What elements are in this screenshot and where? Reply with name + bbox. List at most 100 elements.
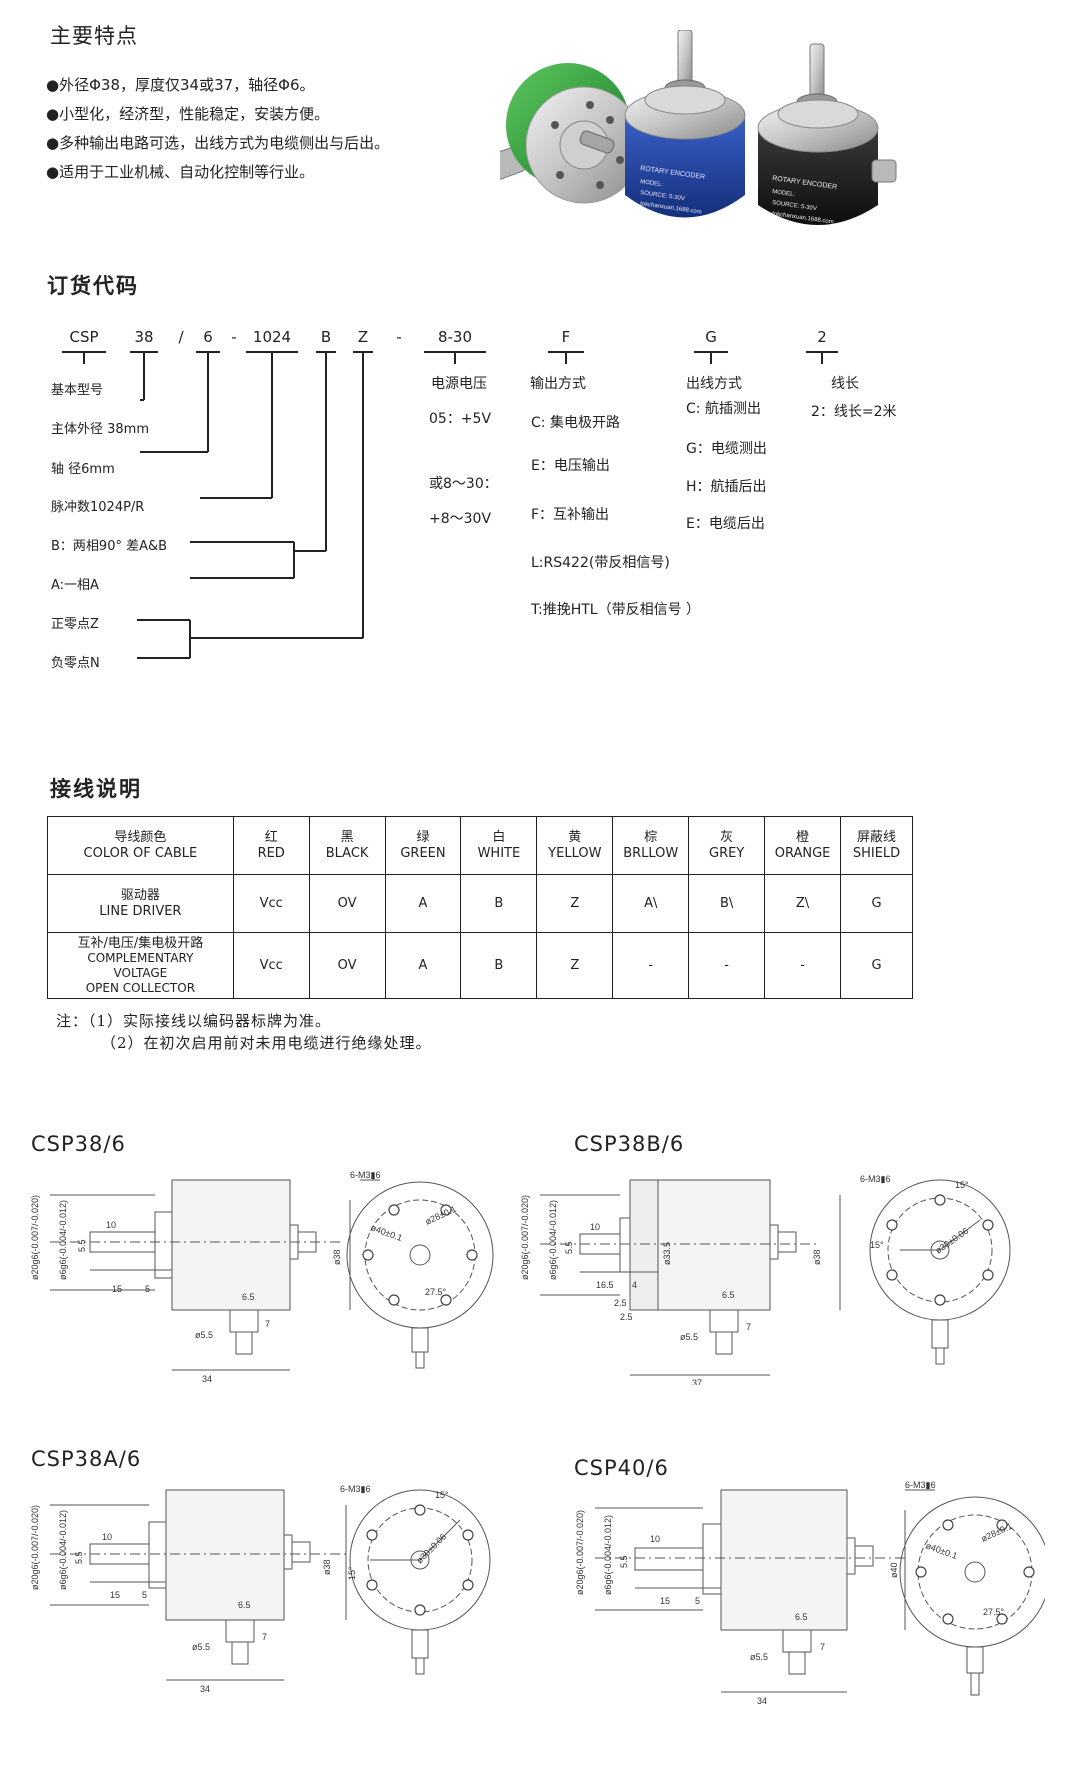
blue-encoder: ROTARY ENCODER MODEL: SOURCE: 5-30V tokc… <box>624 30 746 218</box>
table-cell: B\ <box>688 874 766 933</box>
dim-7: 7 <box>262 1632 267 1642</box>
table-cell: G <box>840 932 913 999</box>
dim-shaft-6: ø6g6(-0.004/-0.012) <box>603 1515 613 1595</box>
output-title: 输出方式 <box>530 376 586 392</box>
dim-34: 34 <box>202 1374 212 1384</box>
dim-d5-5: ø5.5 <box>680 1332 698 1342</box>
table-cell: A\ <box>612 874 690 933</box>
dim-37: 37 <box>692 1378 702 1385</box>
table-cell: Z <box>536 874 614 933</box>
label-body-diameter: 主体外径 38mm <box>51 422 150 437</box>
order-title: 订货代码 <box>47 274 139 298</box>
dim-34: 34 <box>757 1696 767 1706</box>
dim-15: 15 <box>660 1596 670 1606</box>
label-base-model: 基本型号 <box>51 383 104 398</box>
dim-d5-5: ø5.5 <box>750 1652 768 1662</box>
dim-d5-5: ø5.5 <box>195 1330 213 1340</box>
dim-38: ø38 <box>332 1249 342 1265</box>
blue-label-model: MODEL: <box>640 179 664 188</box>
dim-m3: 6-M3▮6 <box>905 1480 935 1490</box>
dim-7: 7 <box>820 1642 825 1652</box>
label-zero-n: 负零点N <box>51 656 100 671</box>
output-f: F：互补输出 <box>531 507 610 523</box>
dim-a275: 27.5° <box>983 1607 1005 1617</box>
table-cell: Z\ <box>764 874 842 933</box>
feature-item: ●外径Φ38，厚度仅34或37，轴径Φ6。 <box>46 76 315 94</box>
label-zero-z: 正零点Z <box>51 617 99 632</box>
dim-38: ø38 <box>812 1249 822 1265</box>
dim-40: ø40 <box>889 1562 899 1578</box>
dim-shaft-6: ø6g6(-0.004/-0.012) <box>58 1200 68 1280</box>
code-2: 2 <box>817 328 827 346</box>
label-shaft-diameter: 轴 径6mm <box>51 462 115 477</box>
table-cell: Vcc <box>232 874 310 933</box>
output-e: E：电压输出 <box>531 458 610 474</box>
dim-c40: ø40±0.1 <box>369 1222 403 1243</box>
code-f: F <box>561 328 571 346</box>
drawing-title-csp38b: CSP38B/6 <box>574 1132 685 1156</box>
code-dash2: - <box>396 328 402 346</box>
dim-a15b: 15° <box>870 1240 884 1250</box>
dim-4: 4 <box>632 1280 637 1290</box>
table-cell: G <box>840 874 913 933</box>
voltage-title: 电源电压 <box>431 376 487 392</box>
dim-a15b: 15° <box>347 1566 357 1580</box>
table-cell: OV <box>308 932 386 999</box>
black-encoder: ROTARY ENCODER MODEL: SOURCE: 5-30V tokc… <box>757 43 897 226</box>
wiring-title: 接线说明 <box>50 777 142 801</box>
dim-5: 5 <box>142 1590 147 1600</box>
feature-item: ●小型化，经济型，性能稳定，安装方便。 <box>46 105 330 123</box>
dim-7: 7 <box>746 1322 751 1332</box>
dim-10: 10 <box>106 1220 116 1230</box>
dim-5: 5 <box>145 1284 150 1294</box>
dim-6-5: 6.5 <box>242 1292 255 1302</box>
exit-e: E：电缆后出 <box>686 516 765 532</box>
dim-shaft-6: ø6g6(-0.004/-0.012) <box>58 1510 68 1590</box>
code-dash1: - <box>231 328 237 346</box>
dim-5-5: 5.5 <box>74 1551 84 1564</box>
voltage-or: 或8～30： <box>429 476 498 492</box>
order-code-lines <box>62 351 838 659</box>
code-1024: 1024 <box>252 328 292 346</box>
code-8-30: 8-30 <box>437 328 473 346</box>
exit-g: G：电缆测出 <box>686 441 767 457</box>
features-title: 主要特点 <box>50 24 138 48</box>
dim-5-5: 5.5 <box>619 1555 629 1568</box>
output-t: T:推挽HTL（带反相信号 ） <box>531 602 701 618</box>
table-cell: Vcc <box>232 932 310 999</box>
dim-5: 5 <box>695 1596 700 1606</box>
label-phase-b: B：两相90° 差A&B <box>51 539 168 554</box>
code-csp: CSP <box>69 328 99 346</box>
note-1: 注：（1）实际接线以编码器标牌为准。 <box>56 1012 332 1030</box>
drawing-csp38b: ø20g6(-0.007/-0.020) ø6g6(-0.004/-0.012)… <box>520 1174 1011 1385</box>
code-slash: / <box>178 328 184 346</box>
dim-5-5: 5.5 <box>77 1239 87 1252</box>
drawing-csp38: ø20g6(-0.007/-0.020) ø6g6(-0.004/-0.012)… <box>30 1170 494 1384</box>
table-cell: - <box>688 932 766 999</box>
cable-title: 线长 <box>831 376 859 392</box>
dim-10: 10 <box>650 1534 660 1544</box>
drawing-title-csp38a: CSP38A/6 <box>31 1447 142 1471</box>
table-cell: A <box>384 932 462 999</box>
dim-m3: 6-M3▮6 <box>340 1484 370 1494</box>
dim-shaft-6: ø6g6(-0.004/-0.012) <box>548 1200 558 1280</box>
drawing-title-csp40: CSP40/6 <box>574 1456 669 1480</box>
black-label-model: MODEL: <box>772 189 796 198</box>
dim-10: 10 <box>590 1222 600 1232</box>
product-photo: ROTARY ENCODER MODEL: SOURCE: 5-30V tokc… <box>500 30 897 226</box>
label-pulse: 脉冲数1024P/R <box>51 500 145 515</box>
exit-h: H：航插后出 <box>686 479 767 495</box>
output-l: L:RS422(带反相信号) <box>531 555 670 571</box>
table-cell: OV <box>308 874 386 933</box>
